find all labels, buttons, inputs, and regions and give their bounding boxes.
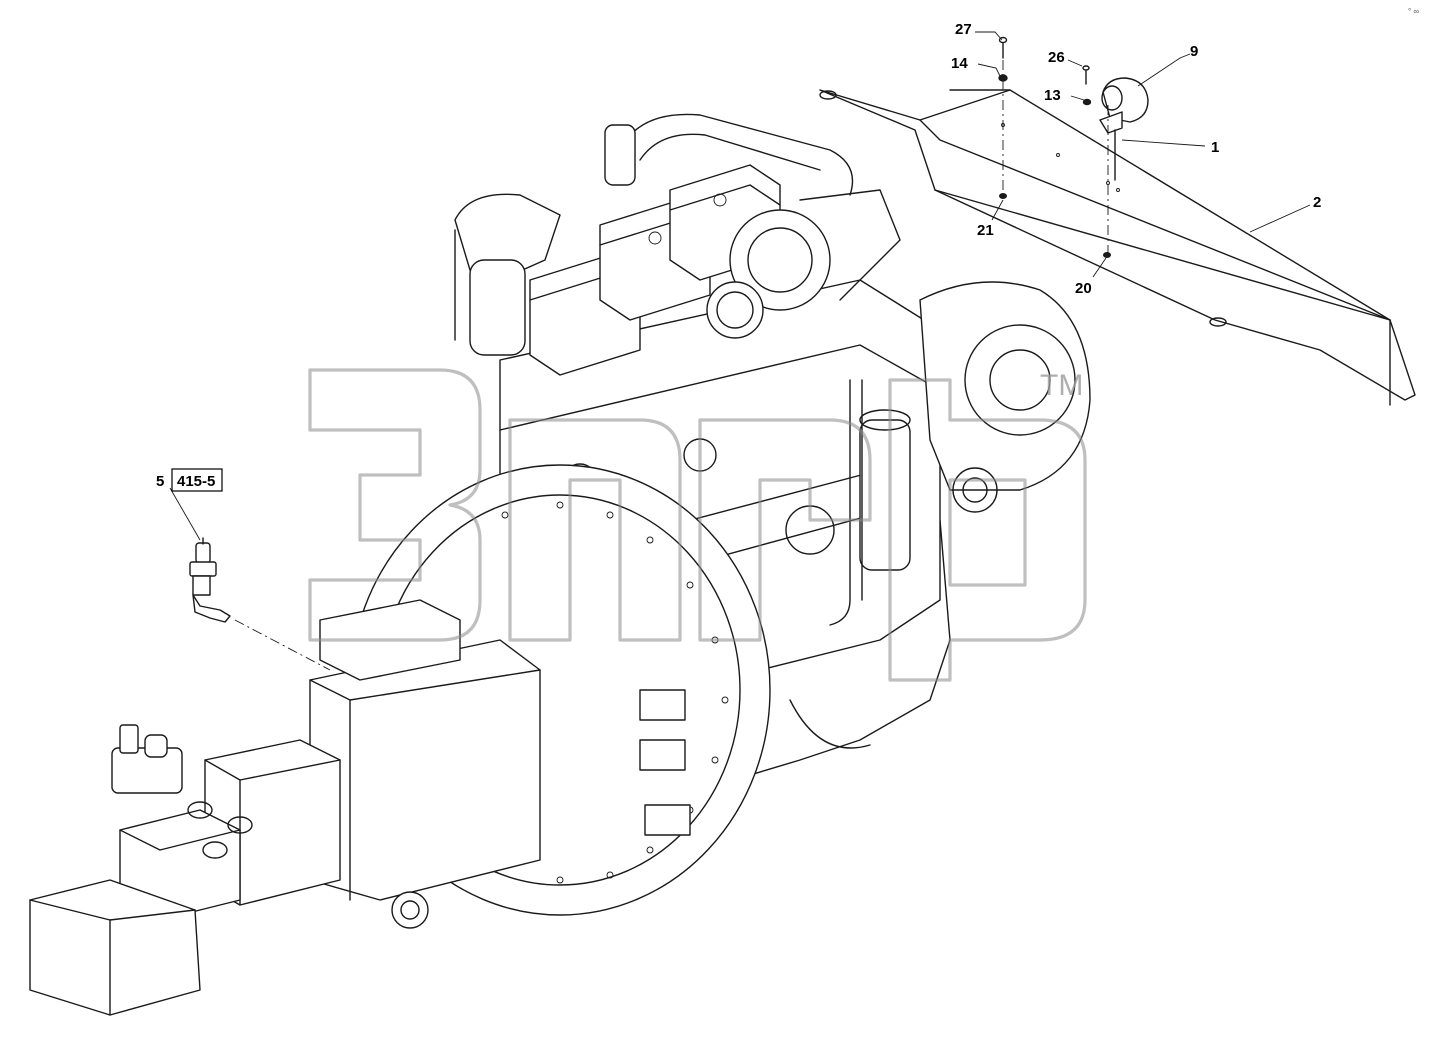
sensor-part-9 [1099, 77, 1149, 181]
callout-14: 14 [951, 55, 968, 72]
callout-2: 2 [1313, 194, 1321, 211]
callout-27: 27 [955, 21, 972, 38]
corner-mark: ° ∞ [1408, 7, 1419, 16]
callout-13: 13 [1044, 87, 1061, 104]
callout-5-reference: 415-5 [177, 473, 215, 490]
watermark-logo: TM [308, 368, 1087, 682]
reference-box [171, 468, 223, 492]
bracket-shield [819, 89, 1416, 406]
leader-lines [169, 31, 1311, 541]
callout-1: 1 [1211, 139, 1219, 156]
callout-5: 5 [156, 473, 164, 490]
callout-21: 21 [977, 222, 994, 239]
pressure-sender-part-5 [189, 537, 231, 623]
callout-9: 9 [1190, 43, 1198, 60]
callout-26: 26 [1048, 49, 1065, 66]
assembly-axes [234, 60, 1109, 671]
callout-20: 20 [1075, 280, 1092, 297]
engine-assembly [29, 113, 1091, 1016]
watermark-trademark: TM [1040, 369, 1083, 402]
callout-labels: 27 14 26 13 9 1 2 21 20 5 415-5 [156, 21, 1321, 492]
